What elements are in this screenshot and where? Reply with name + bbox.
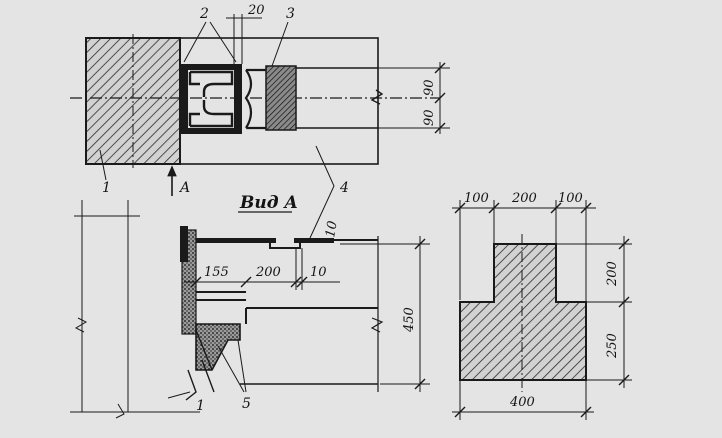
cross-right-tick-3 bbox=[618, 374, 630, 386]
dim-plan-lower: 90 bbox=[422, 109, 437, 126]
beam-seat-plate bbox=[294, 238, 334, 243]
callout-4: 4 bbox=[339, 180, 349, 196]
callout-2-leader-a bbox=[183, 21, 207, 63]
dim-block-bottom-height: 250 bbox=[605, 333, 620, 359]
dim-155: 155 bbox=[204, 265, 229, 280]
plan-flange-bottom bbox=[188, 128, 236, 134]
callout-1-bottom: 1 bbox=[196, 398, 205, 414]
dim-block-mid: 200 bbox=[511, 191, 537, 206]
plan-flange-top bbox=[188, 64, 236, 70]
beam-break-section bbox=[370, 317, 384, 333]
cross-section-shape bbox=[459, 243, 587, 381]
callout-1-top: 1 bbox=[102, 180, 111, 196]
corbel-leg bbox=[185, 369, 197, 401]
cross-section: 100 200 100 200 250 400 bbox=[452, 191, 632, 420]
plan-view: 90 90 20 2 3 1 A 4 bbox=[70, 3, 450, 239]
callout-1-bottom-leader bbox=[167, 391, 191, 399]
beam-top-plate bbox=[196, 238, 276, 243]
embedded-plate-left bbox=[180, 64, 188, 134]
cross-right-tick-1 bbox=[618, 238, 630, 250]
callout-2: 2 bbox=[199, 6, 209, 22]
callout-2-leader-b bbox=[209, 21, 237, 63]
embedded-plate-right bbox=[234, 64, 242, 134]
dim-plan-gap: 20 bbox=[247, 3, 265, 18]
dim-block-top-height: 200 bbox=[605, 261, 620, 287]
dim-450: 450 bbox=[402, 307, 417, 333]
callout-5-leader-a bbox=[217, 345, 245, 393]
section-bottom-break bbox=[115, 403, 125, 419]
section-left-break bbox=[74, 317, 88, 333]
dim-block-left: 100 bbox=[464, 191, 489, 206]
dim-block-width: 400 bbox=[509, 395, 535, 410]
cross-right-tick-2 bbox=[618, 296, 630, 308]
section-view: Вид A 155 200 10 10 bbox=[70, 193, 430, 419]
connection-bracket-lower bbox=[188, 100, 234, 128]
dim-10-slanted: 10 bbox=[323, 220, 341, 239]
callout-5: 5 bbox=[242, 396, 251, 412]
cross-bottom-tick-2 bbox=[580, 406, 592, 418]
dim-block-right: 100 bbox=[558, 191, 583, 206]
plan-dim-tick-top bbox=[434, 62, 446, 74]
beam-break-mark bbox=[370, 89, 384, 105]
beam-end-hatched bbox=[265, 65, 297, 131]
callout-1-top-leader bbox=[99, 149, 107, 181]
callout-3-leader bbox=[271, 21, 289, 67]
plan-dim-tick-bottom bbox=[434, 122, 446, 134]
section-450-tick-bottom bbox=[414, 378, 426, 390]
dim-10-horizontal: 10 bbox=[310, 265, 327, 280]
cross-top-tick-1 bbox=[454, 202, 466, 214]
cross-top-tick-2 bbox=[488, 202, 500, 214]
corbel-slope-line bbox=[195, 329, 215, 393]
callout-5-leader-b bbox=[237, 339, 247, 393]
column-face-plate bbox=[180, 226, 188, 262]
dim-plan-upper: 90 bbox=[422, 79, 437, 96]
cross-bottom-tick-1 bbox=[454, 406, 466, 418]
dim-200-section: 200 bbox=[255, 265, 281, 280]
view-title: Вид A bbox=[239, 193, 298, 213]
section-450-tick-top bbox=[414, 238, 426, 250]
callout-4-leader bbox=[309, 145, 335, 239]
callout-3: 3 bbox=[286, 6, 295, 22]
view-a-marker: A bbox=[178, 180, 190, 196]
beam-end-cap bbox=[244, 68, 266, 130]
section-dim-tick-1 bbox=[190, 276, 202, 288]
beam-shelf bbox=[196, 291, 246, 301]
cross-top-tick-3 bbox=[550, 202, 562, 214]
section-dim-tick-2 bbox=[240, 276, 252, 288]
connection-bracket-upper bbox=[188, 70, 234, 97]
cross-top-tick-4 bbox=[580, 202, 592, 214]
plan-dim-tick-mid bbox=[434, 92, 446, 104]
